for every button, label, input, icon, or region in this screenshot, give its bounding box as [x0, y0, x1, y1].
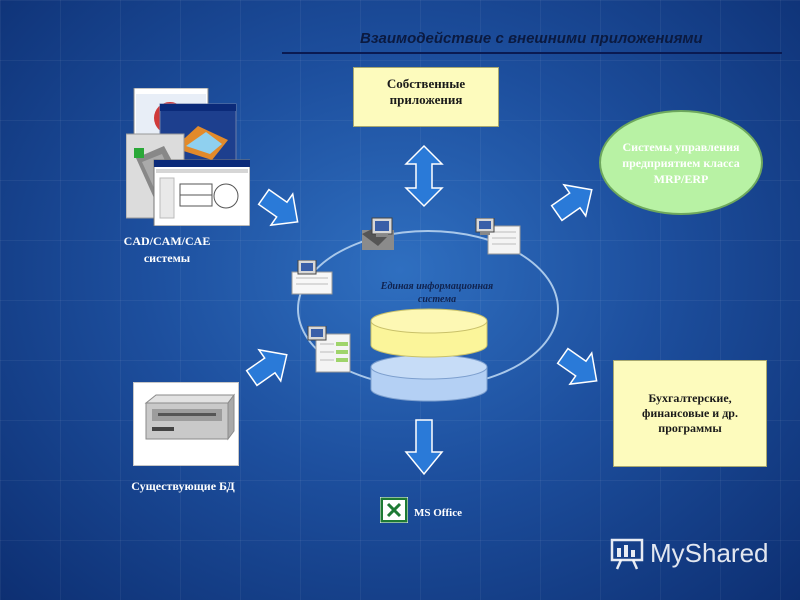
excel-icon [380, 497, 408, 523]
eis-line1: Единая информационная [380, 281, 494, 292]
accounting-line2: финансовые и др. [642, 406, 738, 420]
title-underline [282, 52, 782, 54]
own-apps-line2: приложения [389, 92, 463, 108]
workstation-cad-icon [362, 217, 394, 250]
workstation-list-icon [291, 260, 333, 295]
eis-line2: система [417, 294, 457, 305]
storage-drive-image [133, 382, 239, 466]
database-icon [370, 308, 488, 402]
cad-line1: CAD/CAM/CAE [123, 234, 211, 248]
mrp-erp-oval: Системы управления предприятием класса M… [599, 110, 763, 215]
arrow-cad-to-eis [257, 188, 299, 227]
mrp-line1: Системы управления [622, 140, 740, 154]
workstation-doc-icon [475, 218, 521, 255]
arrow-eis-to-mrp [550, 183, 593, 222]
mrp-line2: предприятием класса [622, 156, 740, 171]
ms-office-label: MS Office [414, 507, 462, 519]
arrow-eis-to-accounting [556, 347, 598, 386]
page-title: Взаимодействие с внешними приложениями [360, 30, 703, 47]
accounting-line3: программы [658, 421, 722, 435]
watermark-text: MyShared [650, 537, 769, 568]
workstation-form-icon [307, 326, 351, 373]
own-apps-box: Собственные приложения [353, 67, 499, 127]
eis-label: Единая информационная система [357, 280, 517, 306]
accounting-box: Бухгалтерские, финансовые и др. программ… [613, 360, 767, 467]
watermark: MyShared [610, 536, 769, 570]
cad-screenshots-image [126, 88, 250, 226]
mrp-line3: MRP/ERP [653, 172, 709, 187]
drive-icon [144, 393, 235, 441]
arrow-eis-to-msoffice [404, 419, 444, 476]
presentation-board-icon [610, 538, 644, 570]
double-arrow-vertical [404, 144, 444, 208]
accounting-line1: Бухгалтерские, [648, 391, 732, 405]
cad-label: CAD/CAM/CAE системы [112, 233, 222, 268]
cad-line2: системы [143, 251, 191, 266]
own-apps-line1: Собственные [386, 76, 466, 91]
arrow-db-to-eis [245, 348, 288, 387]
existing-db-label: Существующие БД [131, 479, 235, 493]
